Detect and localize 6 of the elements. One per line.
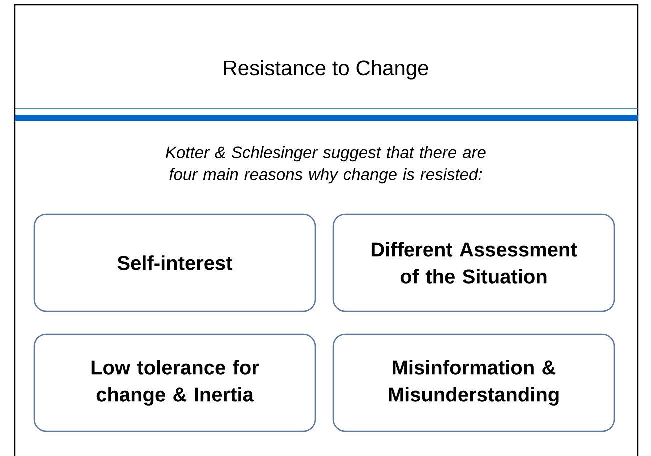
- reason-box: Self-interest: [34, 214, 316, 312]
- reason-box: Low tolerance for change & Inertia: [34, 334, 316, 432]
- reason-box: Different Assessment of the Situation: [332, 214, 616, 312]
- slide-title: Resistance to Change: [224, 60, 428, 80]
- reason-box: Misinformation & Misunderstanding: [332, 334, 616, 432]
- subtitle: Kotter & Schlesinger suggest that there are four main reasons why change is resisted:: [166, 146, 486, 184]
